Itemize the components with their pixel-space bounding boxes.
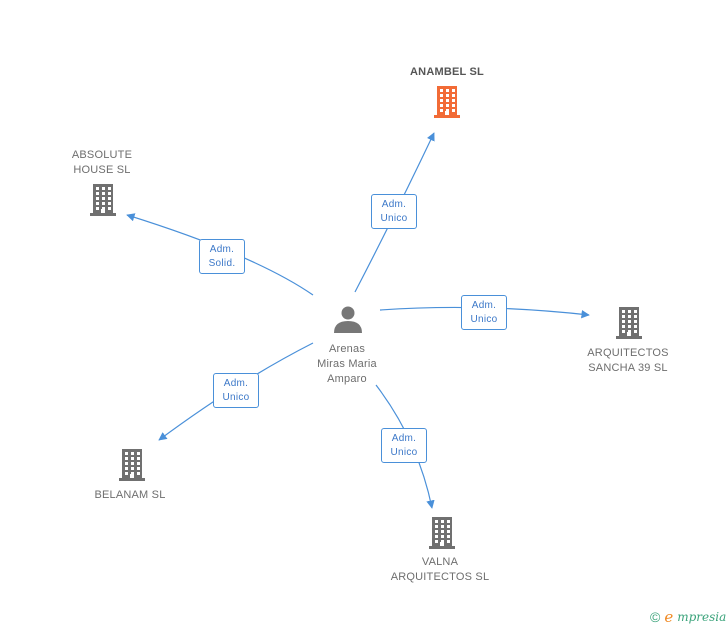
node-label-line: BELANAM SL (94, 489, 166, 501)
role-badge-arquitectos[interactable]: Adm. Unico (461, 295, 507, 330)
building-icon (434, 86, 460, 118)
brand-name: mpresia (677, 610, 727, 624)
brand-initial: e (664, 608, 674, 626)
company-node-label-absolute[interactable]: ABSOLUTE HOUSE SL (62, 148, 142, 178)
role-label-line: Unico (470, 314, 498, 325)
role-label-line: Adm. (391, 433, 417, 444)
node-label-line: VALNA (421, 556, 459, 568)
role-label-line: Unico (380, 213, 408, 224)
role-badge-belanam[interactable]: Adm. Unico (213, 373, 259, 408)
role-badge-valna[interactable]: Adm. Unico (381, 428, 427, 463)
role-badge-absolute[interactable]: Adm. Solid. (199, 239, 245, 274)
role-label-line: Unico (222, 392, 250, 403)
node-label-line: Arenas (328, 343, 366, 355)
role-label-line: Adm. (471, 300, 497, 311)
role-label-line: Solid. (208, 258, 236, 269)
company-node-label-anambel[interactable]: ANAMBEL SL (402, 65, 492, 80)
building-icon (616, 307, 642, 339)
node-label-line: ARQUITECTOS SL (390, 571, 490, 583)
node-label-line: HOUSE SL (73, 164, 131, 176)
node-label-line: ABSOLUTE (71, 149, 133, 161)
node-label-line: SANCHA 39 SL (588, 362, 668, 374)
copyright-icon: © (650, 609, 661, 625)
company-node-label-arquitectos[interactable]: ARQUITECTOS SANCHA 39 SL (578, 346, 678, 376)
node-label-line: ARQUITECTOS (587, 347, 669, 359)
company-node-label-valna[interactable]: VALNA ARQUITECTOS SL (385, 555, 495, 585)
role-label-line: Adm. (209, 244, 235, 255)
node-label-line: Amparo (327, 373, 367, 385)
building-icon (119, 449, 145, 481)
building-icon (90, 184, 116, 216)
node-label-line: ANAMBEL SL (410, 66, 484, 78)
company-node-label-belanam[interactable]: BELANAM SL (85, 488, 175, 503)
node-label-line: Miras Maria (317, 358, 377, 370)
role-label-line: Unico (390, 447, 418, 458)
role-label-line: Adm. (381, 199, 407, 210)
role-label-line: Adm. (223, 378, 249, 389)
person-icon (334, 306, 362, 333)
role-badge-anambel[interactable]: Adm. Unico (371, 194, 417, 229)
building-icon (429, 517, 455, 549)
